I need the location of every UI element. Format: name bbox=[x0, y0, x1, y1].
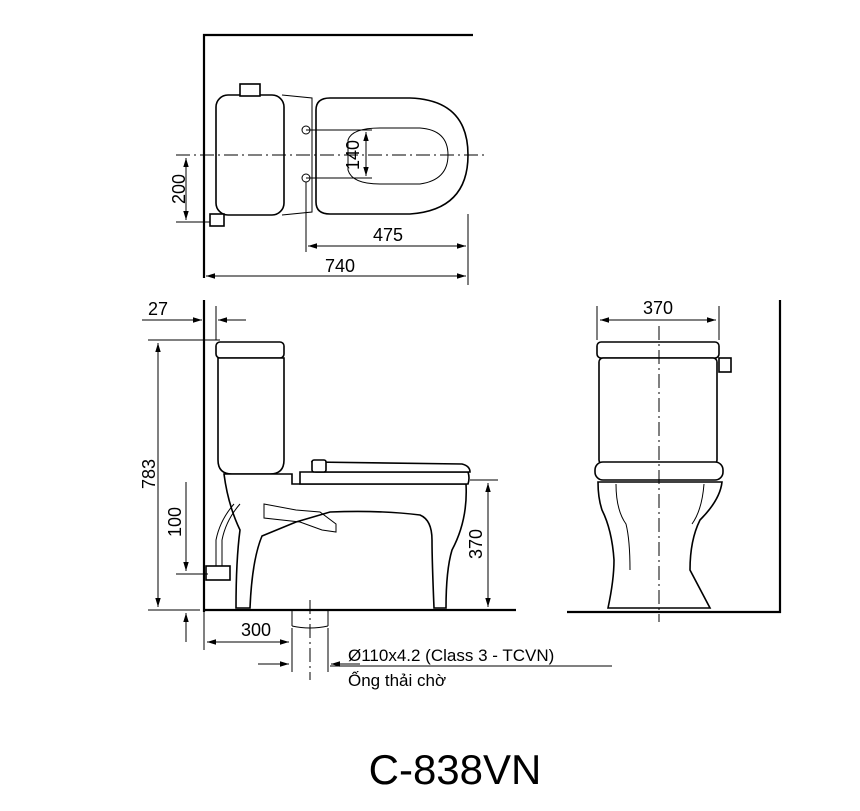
top-seat-outer bbox=[315, 97, 469, 215]
front-bowl-inner-left bbox=[615, 483, 631, 571]
dim-370h-label: 370 bbox=[466, 529, 486, 559]
front-bowl-inner-right bbox=[691, 483, 705, 525]
dim-200-label: 200 bbox=[169, 174, 189, 204]
side-trapway bbox=[263, 503, 337, 533]
dim-27-label: 27 bbox=[148, 299, 168, 319]
pipe-name-text: Ống thải chờ bbox=[348, 670, 446, 690]
side-tank-body bbox=[217, 357, 285, 475]
side-inlet-hose-2 bbox=[215, 503, 235, 568]
top-wall bbox=[202, 33, 473, 278]
dim-140-label: 140 bbox=[343, 140, 363, 170]
top-hinge-plate bbox=[281, 94, 313, 216]
side-tank-lid bbox=[215, 341, 285, 359]
side-hinge bbox=[311, 459, 327, 473]
side-inlet-hose bbox=[221, 503, 241, 568]
front-tank-lid bbox=[596, 341, 720, 359]
top-view: 200 140 475 740 bbox=[169, 33, 484, 285]
dim-100-label: 100 bbox=[165, 507, 185, 537]
top-tank-button bbox=[239, 83, 261, 97]
side-lid bbox=[310, 461, 471, 473]
dim-370w-label: 370 bbox=[643, 298, 673, 318]
side-bowl-body bbox=[223, 473, 468, 609]
front-flush-lever bbox=[718, 357, 732, 373]
front-tank-body bbox=[598, 357, 718, 465]
model-title: C-838VN bbox=[369, 746, 542, 793]
side-angle-valve bbox=[205, 565, 231, 581]
side-view: 27 783 100 370 300 Ø110x4.2 (Class 3 - T… bbox=[139, 299, 612, 690]
top-inlet-valve bbox=[209, 213, 225, 227]
dim-475-label: 475 bbox=[373, 225, 403, 245]
front-view: 370 bbox=[567, 298, 782, 622]
pipe-spec-text: Ø110x4.2 (Class 3 - TCVN) bbox=[348, 646, 554, 665]
dim-740-label: 740 bbox=[325, 256, 355, 276]
side-seat bbox=[299, 471, 470, 485]
dim-300-label: 300 bbox=[241, 620, 271, 640]
front-bowl bbox=[597, 481, 723, 609]
dim-783-label: 783 bbox=[139, 459, 159, 489]
